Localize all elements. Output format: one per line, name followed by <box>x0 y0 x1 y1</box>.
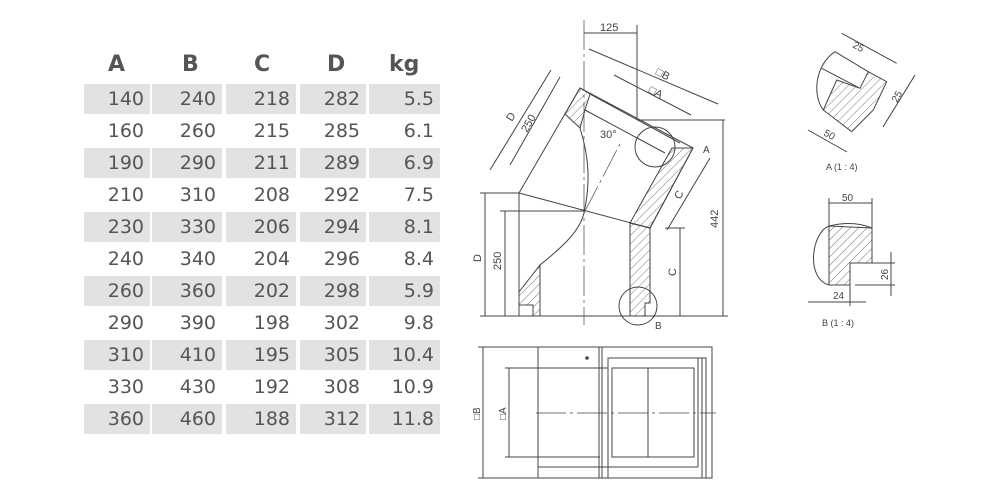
bottom-dim-a: □A <box>498 407 509 420</box>
table-cell-a: 330 <box>107 376 144 398</box>
bottom-dim-b: □B <box>472 407 483 420</box>
table-cell-d: 285 <box>323 120 360 142</box>
dim-d-upper: D <box>504 111 518 124</box>
table-cell-a: 240 <box>107 248 144 270</box>
table-cell-d: 296 <box>323 248 360 270</box>
table-cell-kg: 10.9 <box>391 376 434 398</box>
table-cell-c: 211 <box>226 148 296 178</box>
detail-b-dim1: 50 <box>842 193 854 204</box>
table-cell-a: 190 <box>84 148 150 178</box>
table-cell-kg: 5.9 <box>369 276 440 306</box>
table-cell-b: 430 <box>179 376 216 398</box>
column-header-a: A <box>108 52 126 77</box>
dim-c-upper: C <box>672 189 686 202</box>
table-cell-kg: 9.8 <box>403 312 434 334</box>
detail-b <box>808 198 895 306</box>
table-row: 330 430 192 308 10.9 <box>84 372 444 402</box>
table-cell-d: 308 <box>323 376 360 398</box>
table-cell-a: 310 <box>84 340 150 370</box>
table-cell-b: 340 <box>179 248 216 270</box>
column-header-kg: kg <box>389 52 420 77</box>
table-cell-b: 410 <box>152 340 222 370</box>
table-cell-b: 310 <box>179 184 216 206</box>
table-cell-a: 290 <box>107 312 144 334</box>
dim-d-lower: D <box>472 254 484 262</box>
table-cell-c: 218 <box>226 84 296 114</box>
table-cell-a: 360 <box>84 404 150 434</box>
table-cell-d: 298 <box>300 276 366 306</box>
table-cell-b: 390 <box>179 312 216 334</box>
table-cell-c: 202 <box>226 276 296 306</box>
dim-a: □A <box>647 84 666 101</box>
table-cell-b: 260 <box>179 120 216 142</box>
dim-b: □B <box>654 66 672 83</box>
table-cell-b: 360 <box>152 276 222 306</box>
table-row: 160 260 215 285 6.1 <box>84 116 444 146</box>
marker-a: A <box>703 145 710 156</box>
detail-b-dim2: 26 <box>880 268 891 280</box>
table-cell-b: 240 <box>152 84 222 114</box>
table-cell-d: 289 <box>300 148 366 178</box>
table-cell-kg: 8.4 <box>403 248 434 270</box>
table-cell-a: 210 <box>107 184 144 206</box>
column-header-d: D <box>327 52 346 77</box>
table-cell-c: 204 <box>253 248 290 270</box>
table-cell-d: 302 <box>323 312 360 334</box>
table-cell-d: 294 <box>300 212 366 242</box>
detail-a <box>807 32 916 153</box>
table-cell-a: 230 <box>84 212 150 242</box>
table-cell-b: 460 <box>152 404 222 434</box>
dim-250-upper: 250 <box>519 113 539 135</box>
dim-125: 125 <box>600 22 618 34</box>
marker-b: B <box>655 321 662 332</box>
dim-c-lower: C <box>667 268 679 276</box>
dim-442: 442 <box>709 210 721 228</box>
detail-a-title: A (1 : 4) <box>826 162 858 172</box>
table-cell-c: 215 <box>253 120 290 142</box>
table-row: 290 390 198 302 9.8 <box>84 308 444 338</box>
table-cell-kg: 10.4 <box>369 340 440 370</box>
column-header-b: B <box>182 52 199 77</box>
detail-a-dim3: 50 <box>822 128 837 143</box>
detail-a-dim2: 25 <box>890 89 905 105</box>
table-cell-kg: 8.1 <box>369 212 440 242</box>
table-cell-c: 195 <box>226 340 296 370</box>
angle-label: 30° <box>600 129 617 141</box>
table-cell-kg: 6.9 <box>369 148 440 178</box>
table-cell-c: 188 <box>226 404 296 434</box>
table-cell-c: 208 <box>253 184 290 206</box>
dim-250-lower: 250 <box>492 252 504 270</box>
table-cell-c: 192 <box>253 376 290 398</box>
table-cell-d: 292 <box>323 184 360 206</box>
table-cell-a: 140 <box>84 84 150 114</box>
table-row: 240 340 204 296 8.4 <box>84 244 444 274</box>
table-cell-b: 330 <box>152 212 222 242</box>
table-cell-d: 305 <box>300 340 366 370</box>
table-cell-kg: 6.1 <box>403 120 434 142</box>
detail-b-title: B (1 : 4) <box>822 318 854 328</box>
detail-a-dim1: 25 <box>851 40 866 55</box>
side-view <box>480 20 728 326</box>
table-cell-d: 282 <box>300 84 366 114</box>
table-cell-kg: 7.5 <box>403 184 434 206</box>
bottom-view <box>478 346 716 479</box>
table-row: 210 310 208 292 7.5 <box>84 180 444 210</box>
table-cell-c: 198 <box>253 312 290 334</box>
table-cell-b: 290 <box>152 148 222 178</box>
table-cell-kg: 11.8 <box>369 404 440 434</box>
table-cell-a: 260 <box>84 276 150 306</box>
detail-b-dim3: 24 <box>833 291 845 302</box>
table-cell-d: 312 <box>300 404 366 434</box>
table-cell-kg: 5.5 <box>369 84 440 114</box>
column-header-c: C <box>254 52 271 77</box>
table-cell-a: 160 <box>107 120 144 142</box>
table-cell-c: 206 <box>226 212 296 242</box>
